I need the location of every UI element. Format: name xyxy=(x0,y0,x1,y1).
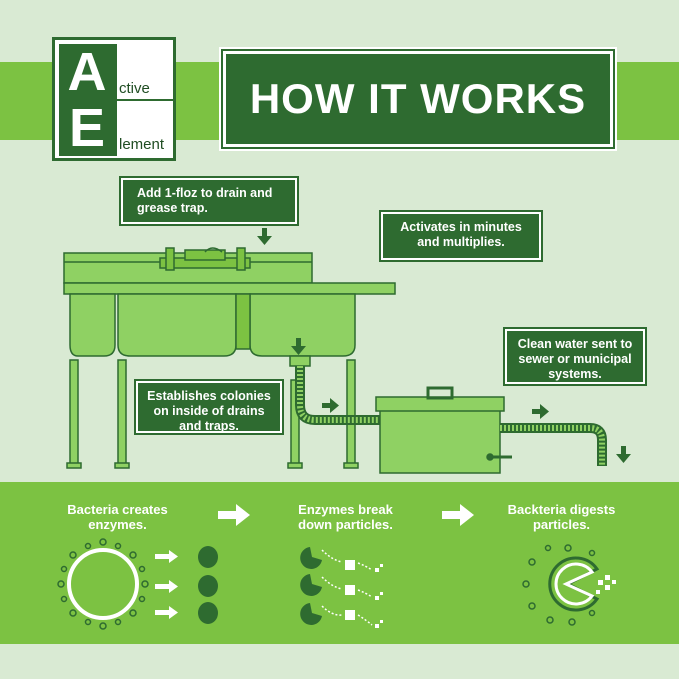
arrow-down-icon xyxy=(616,446,631,463)
callout-activates: Activates in minutes and multiplies. xyxy=(379,210,543,262)
bacteria-digesting-icon xyxy=(522,544,600,626)
callout-colonies: Establishes colonies on inside of drains… xyxy=(134,379,284,435)
arrow-right-icon xyxy=(218,504,474,526)
particle-icon xyxy=(596,575,616,594)
title-banner: HOW IT WORKS xyxy=(219,47,617,151)
enzyme-icon xyxy=(300,547,322,625)
arrow-down-icon xyxy=(257,228,272,245)
step-bacteria-digests: Backteria digests particles. xyxy=(507,502,616,532)
logo-letter-e: E xyxy=(59,100,115,156)
particle-icon xyxy=(345,560,383,628)
callout-add: Add 1-floz to drain and grease trap. xyxy=(119,176,299,226)
logo-divider xyxy=(115,99,175,101)
logo-word-element: lement xyxy=(119,136,165,153)
page-title: HOW IT WORKS xyxy=(249,75,587,122)
enzyme-icon xyxy=(198,546,218,624)
sink-icon xyxy=(63,247,396,469)
grease-trap-icon xyxy=(375,386,607,474)
arrow-down-icon xyxy=(291,338,306,355)
dashed-arrow-icon xyxy=(321,549,373,626)
step-enzymes-break-down: Enzymes break down particles. xyxy=(298,502,393,532)
step-bacteria-creates-enzymes: Bacteria creates enzymes. xyxy=(67,502,168,532)
arrow-right-icon xyxy=(155,550,178,619)
bacteria-icon xyxy=(57,538,149,630)
logo-letter-a: A xyxy=(59,44,115,100)
logo-word-active: ctive xyxy=(119,80,150,97)
active-element-logo: A E ctive lement xyxy=(52,37,176,161)
callout-clean-water: Clean water sent to sewer or municipal s… xyxy=(503,327,647,386)
arrow-right-icon xyxy=(322,398,549,419)
